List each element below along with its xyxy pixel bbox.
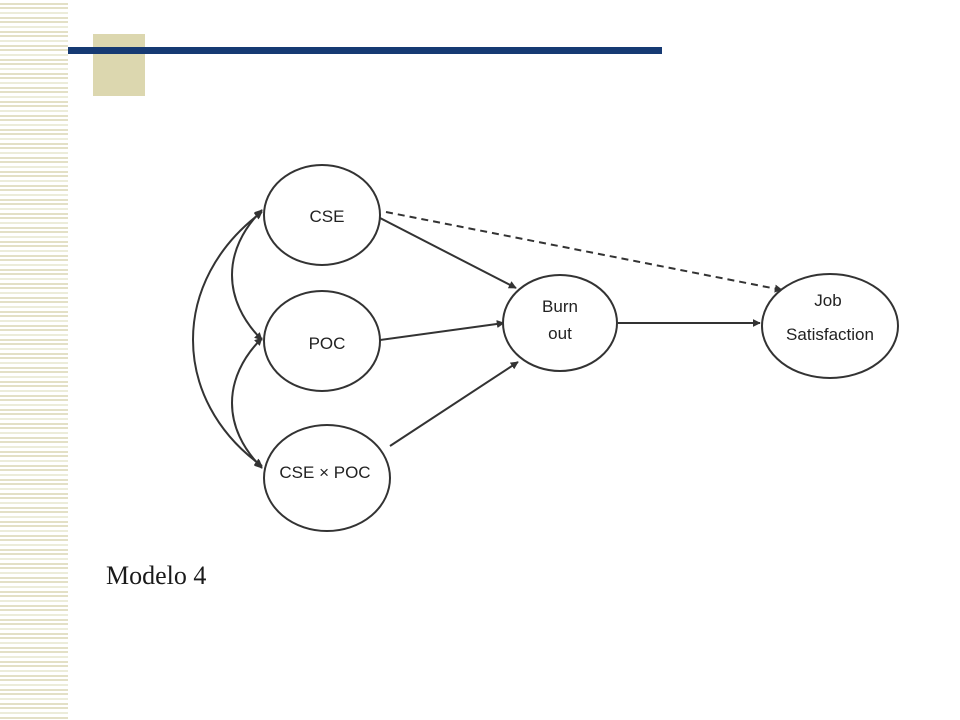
title-bar [68,47,662,54]
left-stripe-decoration [0,0,68,720]
node-burnout-label-line2: out [548,324,572,343]
path-interaction-to-burnout [389,361,519,447]
node-cse-x-poc: CSE × POC [263,424,391,532]
node-cse-label: CSE [310,207,345,226]
node-cse-x-poc-label: CSE × POC [279,463,370,482]
node-burnout: Burn out [502,274,618,372]
correlation-cse-interaction [192,211,263,467]
node-cse: CSE [263,164,381,266]
node-poc-label: POC [309,334,346,353]
node-job-satisfaction: Job Satisfaction [761,273,899,379]
path-cse-to-burnout [379,217,517,289]
path-cse-to-job-satisfaction-dashed [385,211,783,293]
correlation-poc-interaction [231,337,263,469]
node-poc: POC [263,290,381,392]
node-job-satisfaction-label-line2: Satisfaction [786,325,874,344]
path-poc-to-burnout [379,320,505,341]
node-burnout-label-line1: Burn [542,297,578,316]
correlation-cse-poc [231,209,263,341]
accent-square [93,34,145,96]
slide-caption: Modelo 4 [106,561,207,590]
node-job-satisfaction-label-line1: Job [814,291,841,310]
